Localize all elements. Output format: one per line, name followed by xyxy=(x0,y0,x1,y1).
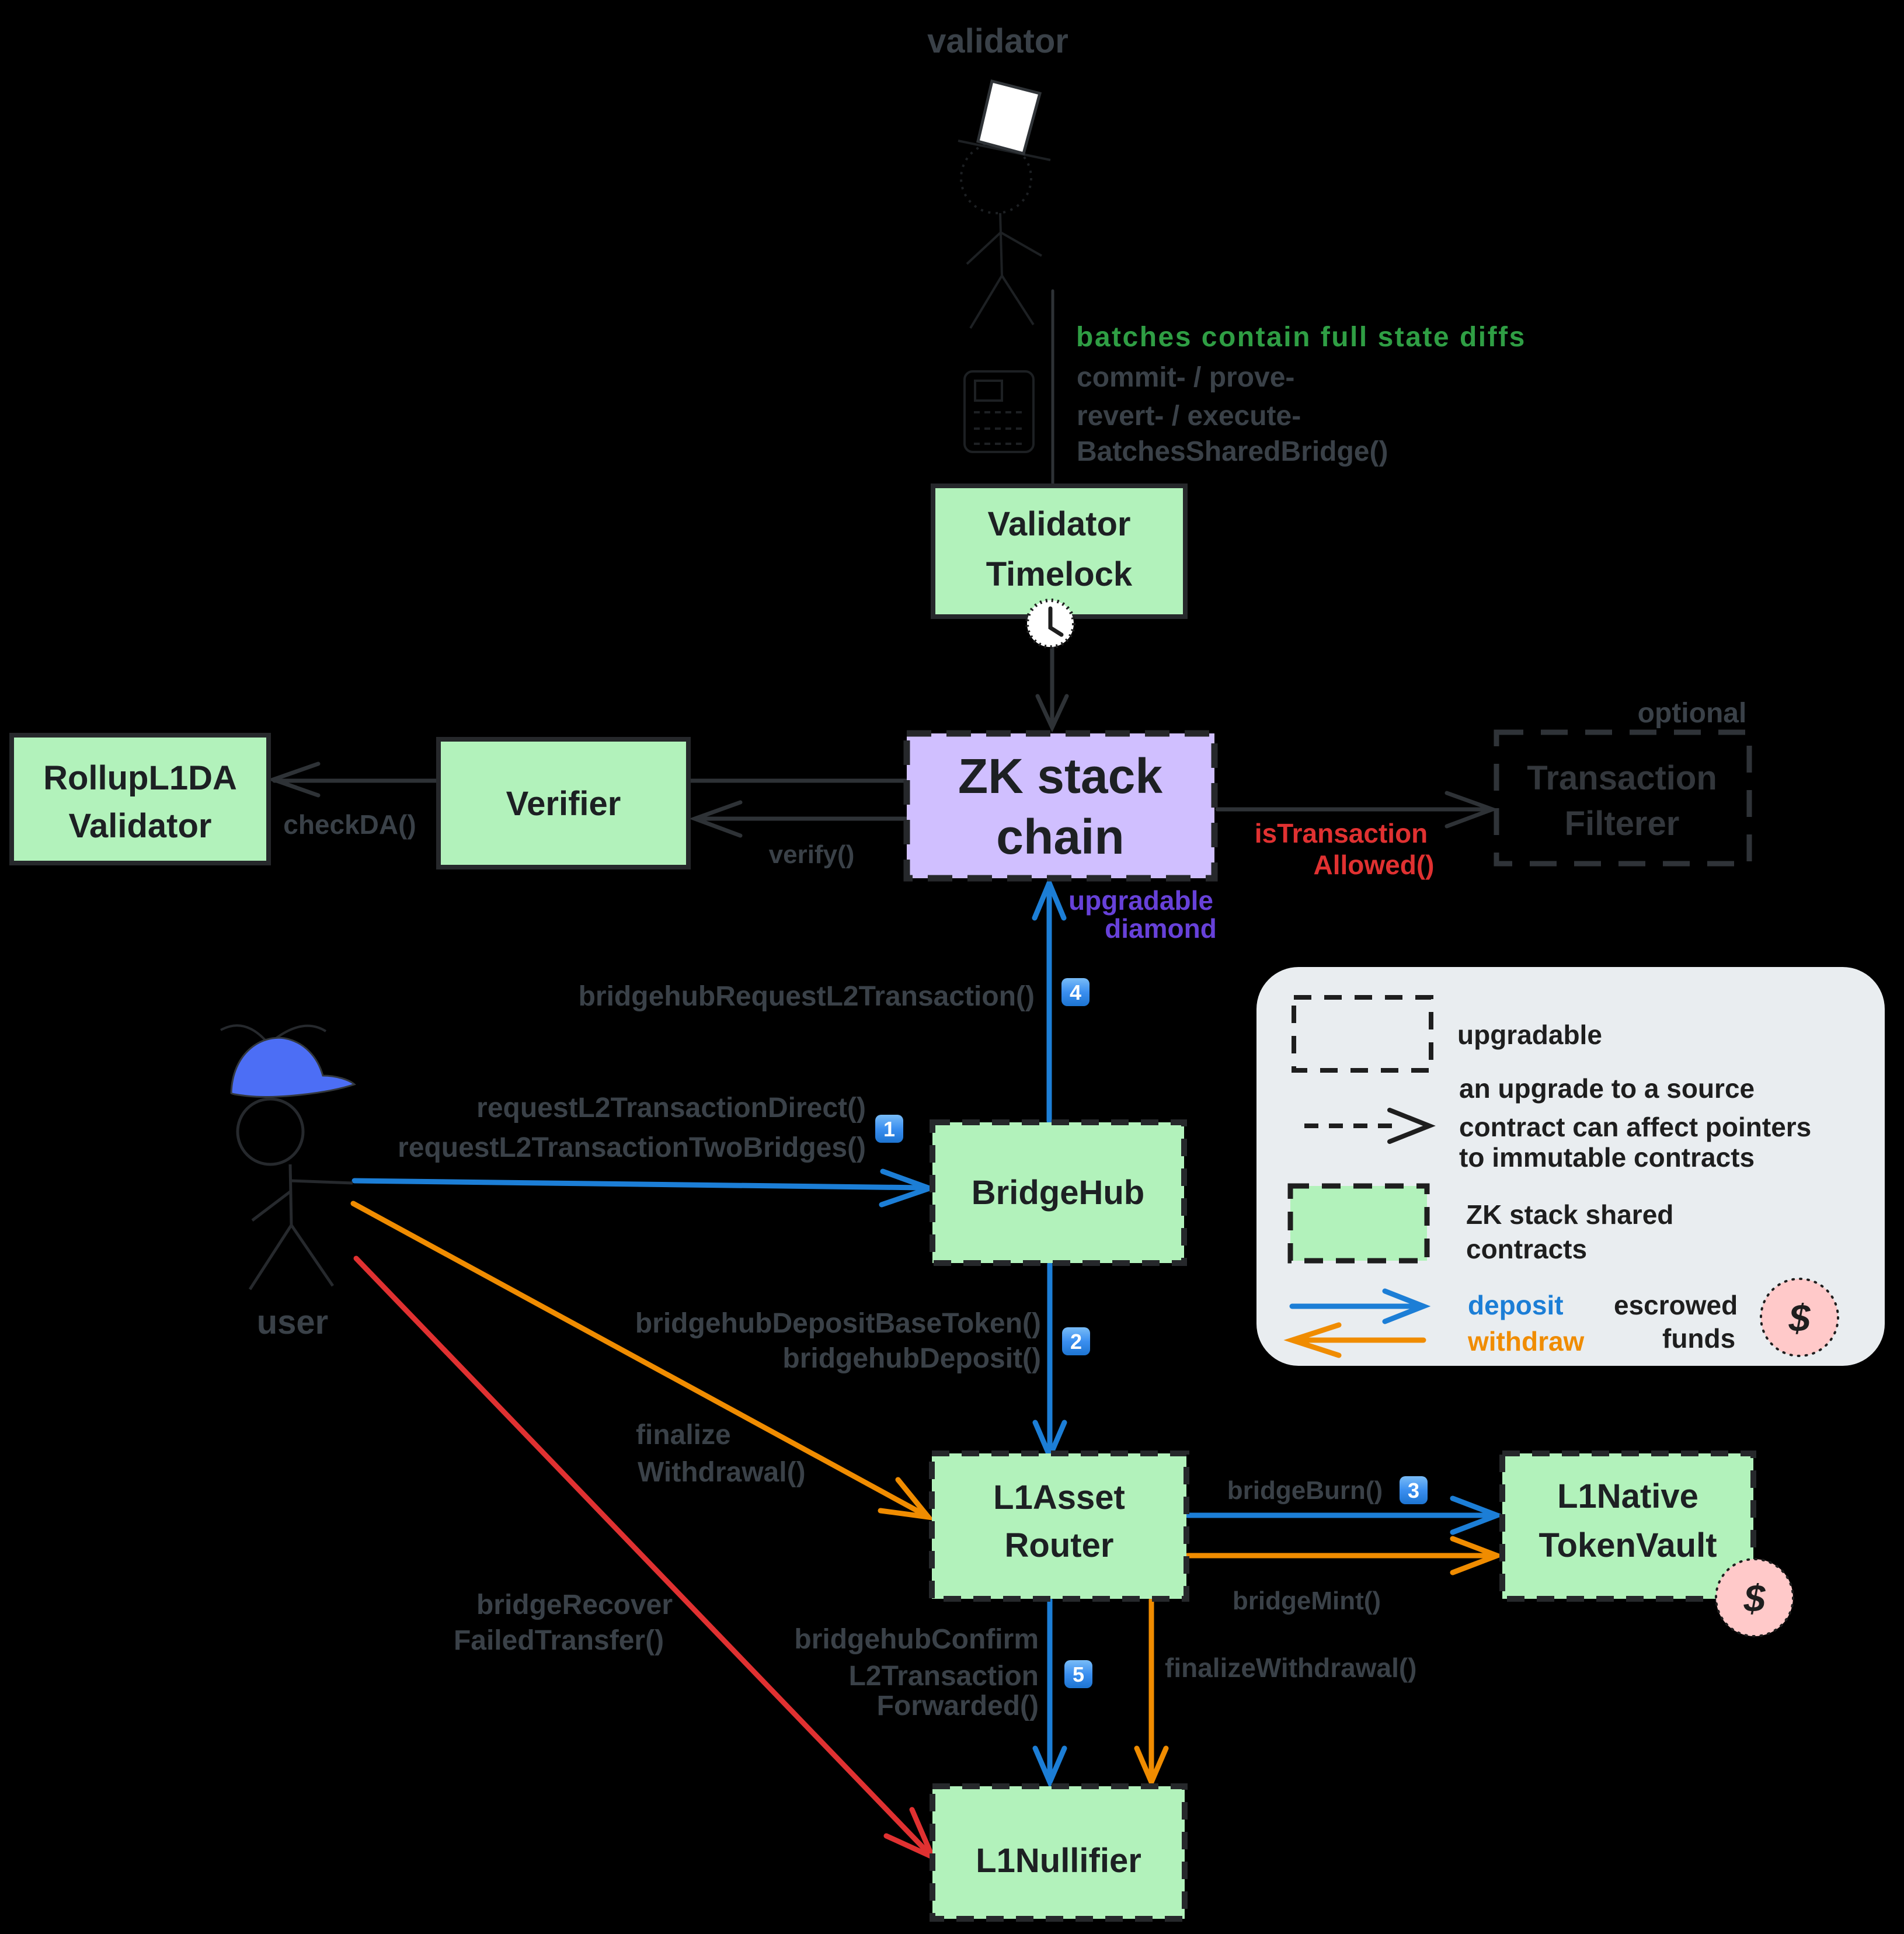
svg-text:commit- / prove-: commit- / prove- xyxy=(1077,362,1294,393)
svg-text:verify(): verify() xyxy=(769,840,855,869)
svg-text:bridgehubDeposit(): bridgehubDeposit() xyxy=(782,1343,1041,1374)
svg-text:diamond: diamond xyxy=(1105,913,1217,944)
svg-text:Router: Router xyxy=(1005,1526,1114,1564)
svg-text:checkDA(): checkDA() xyxy=(283,809,416,840)
svg-text:isTransaction: isTransaction xyxy=(1255,818,1428,848)
svg-text:Verifier: Verifier xyxy=(506,785,621,823)
svg-text:2: 2 xyxy=(1070,1330,1082,1354)
svg-text:requestL2TransactionTwoBridges: requestL2TransactionTwoBridges() xyxy=(398,1132,866,1163)
svg-text:an upgrade to a source: an upgrade to a source xyxy=(1459,1073,1755,1104)
svg-text:finalize: finalize xyxy=(636,1420,731,1450)
svg-text:bridgehubRequestL2Transaction(: bridgehubRequestL2Transaction() xyxy=(579,981,1035,1012)
svg-text:1: 1 xyxy=(883,1117,895,1141)
svg-text:contracts: contracts xyxy=(1466,1234,1587,1264)
svg-text:bridgeRecover: bridgeRecover xyxy=(476,1589,673,1620)
svg-text:optional: optional xyxy=(1638,698,1747,729)
svg-text:bridgehubDepositBaseToken(): bridgehubDepositBaseToken() xyxy=(635,1308,1041,1339)
svg-text:Validator: Validator xyxy=(69,807,212,845)
svg-text:funds: funds xyxy=(1662,1323,1735,1354)
svg-text:ZK stack shared: ZK stack shared xyxy=(1466,1199,1673,1230)
svg-text:ZK stack: ZK stack xyxy=(958,749,1162,803)
svg-text:contract can affect pointers: contract can affect pointers xyxy=(1459,1112,1811,1142)
svg-text:5: 5 xyxy=(1073,1662,1084,1686)
svg-text:Forwarded(): Forwarded() xyxy=(877,1690,1039,1721)
svg-text:Filterer: Filterer xyxy=(1565,805,1680,843)
svg-text:Timelock: Timelock xyxy=(986,555,1133,593)
svg-text:L1Native: L1Native xyxy=(1557,1477,1698,1515)
svg-text:RollupL1DA: RollupL1DA xyxy=(43,759,237,797)
svg-text:4: 4 xyxy=(1070,980,1081,1004)
svg-text:BatchesSharedBridge(): BatchesSharedBridge() xyxy=(1077,436,1388,467)
svg-text:revert- / execute-: revert- / execute- xyxy=(1077,401,1301,432)
svg-text:upgradable: upgradable xyxy=(1457,1020,1602,1050)
svg-text:batches contain full state dif: batches contain full state diffs xyxy=(1076,322,1526,353)
svg-text:bridgeBurn(): bridgeBurn() xyxy=(1227,1476,1383,1505)
svg-text:Transaction: Transaction xyxy=(1527,759,1717,797)
svg-text:bridgehubConfirm: bridgehubConfirm xyxy=(794,1624,1039,1655)
svg-text:$: $ xyxy=(1788,1296,1811,1340)
svg-text:withdraw: withdraw xyxy=(1467,1326,1585,1356)
svg-text:to immutable contracts: to immutable contracts xyxy=(1459,1142,1755,1173)
svg-text:TokenVault: TokenVault xyxy=(1538,1526,1717,1564)
svg-text:L1Nullifier: L1Nullifier xyxy=(976,1842,1141,1880)
svg-text:requestL2TransactionDirect(): requestL2TransactionDirect() xyxy=(476,1093,866,1123)
svg-text:Withdrawal(): Withdrawal() xyxy=(638,1457,806,1488)
svg-text:BridgeHub: BridgeHub xyxy=(972,1174,1144,1212)
svg-text:Allowed(): Allowed() xyxy=(1314,850,1435,880)
svg-text:validator: validator xyxy=(927,22,1068,60)
svg-text:upgradable: upgradable xyxy=(1068,885,1213,916)
svg-text:escrowed: escrowed xyxy=(1614,1290,1738,1320)
svg-text:L2Transaction: L2Transaction xyxy=(849,1661,1039,1692)
svg-text:user: user xyxy=(257,1303,329,1341)
svg-text:bridgeMint(): bridgeMint() xyxy=(1233,1587,1381,1615)
svg-text:3: 3 xyxy=(1408,1479,1419,1502)
svg-text:chain: chain xyxy=(996,809,1124,864)
svg-text:L1Asset: L1Asset xyxy=(993,1479,1125,1516)
svg-text:Validator: Validator xyxy=(988,505,1131,543)
svg-text:deposit: deposit xyxy=(1468,1290,1564,1320)
svg-text:finalizeWithdrawal(): finalizeWithdrawal() xyxy=(1165,1653,1417,1683)
svg-text:FailedTransfer(): FailedTransfer() xyxy=(454,1625,664,1656)
svg-text:$: $ xyxy=(1743,1577,1766,1620)
